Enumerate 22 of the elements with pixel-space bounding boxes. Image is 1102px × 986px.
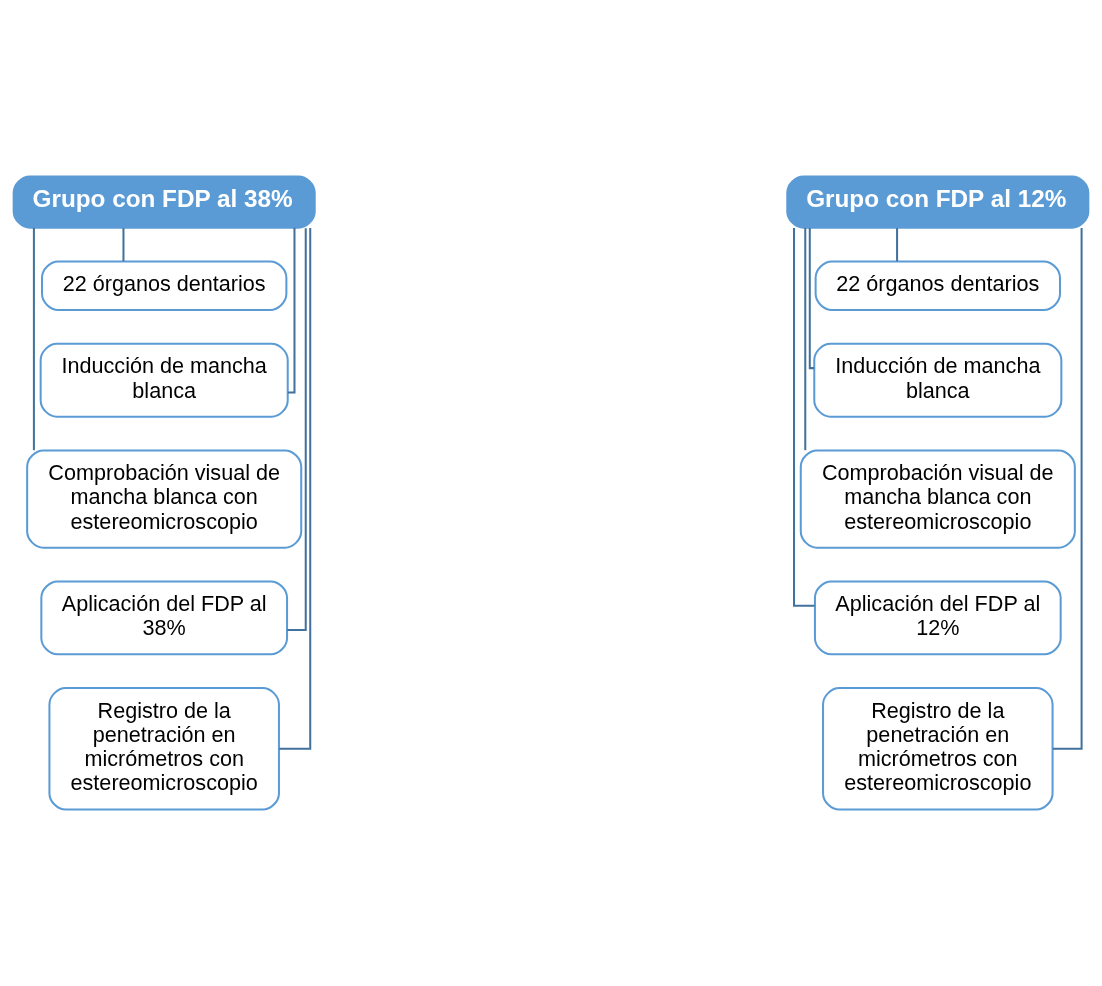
node-box: Inducción de mancha blanca bbox=[39, 342, 289, 418]
connector bbox=[279, 228, 312, 750]
node-box: 22 órganos dentarios bbox=[814, 260, 1061, 312]
connector bbox=[32, 227, 35, 451]
connector bbox=[896, 228, 899, 262]
node-box: 22 órganos dentarios bbox=[41, 260, 288, 312]
node-box: Aplicación del FDP al 38% bbox=[40, 580, 289, 656]
node-box: Registro de la penetración en micrómetros con estereomicroscopio bbox=[822, 687, 1054, 811]
node-box: Comprobación visual de mancha blanca con estereomicroscopio bbox=[799, 449, 1076, 549]
node-box: Comprobación visual de mancha blanca con estereomicroscopio bbox=[26, 449, 303, 549]
connector bbox=[122, 228, 125, 262]
connector bbox=[808, 228, 815, 370]
node-box: Grupo con FDP al 38% bbox=[12, 175, 316, 229]
connector bbox=[793, 227, 815, 607]
connector bbox=[287, 228, 307, 632]
node-box: Registro de la penetración en micrómetros con estereomicroscopio bbox=[48, 687, 280, 811]
node-box: Inducción de mancha blanca bbox=[813, 342, 1063, 418]
node-box: Aplicación del FDP al 12% bbox=[813, 580, 1062, 656]
connector bbox=[1052, 228, 1083, 750]
connector bbox=[287, 227, 296, 394]
node-box: Grupo con FDP al 12% bbox=[786, 175, 1090, 229]
connector bbox=[804, 227, 807, 451]
